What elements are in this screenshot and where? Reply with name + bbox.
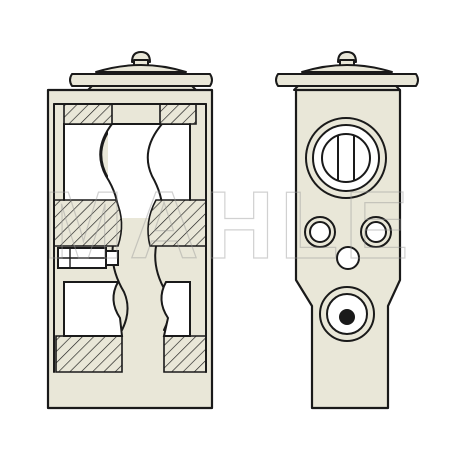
center-small-port (336, 246, 360, 270)
port-view-cap (275, 51, 419, 91)
front-port-view (275, 51, 419, 410)
brand-watermark: MAHLE (43, 172, 414, 279)
inlet-port (305, 117, 387, 199)
outlet-ball (339, 309, 355, 325)
left-small-port (304, 216, 336, 248)
valve-cap (69, 51, 213, 91)
hatched-wall-top (63, 103, 113, 125)
right-small-port (360, 216, 392, 248)
hatched-wall-middle (53, 199, 123, 247)
outlet-port (319, 286, 375, 342)
sectional-side-view (46, 51, 214, 410)
hatched-wall-bottom (55, 335, 123, 373)
lower-bore (63, 281, 124, 337)
